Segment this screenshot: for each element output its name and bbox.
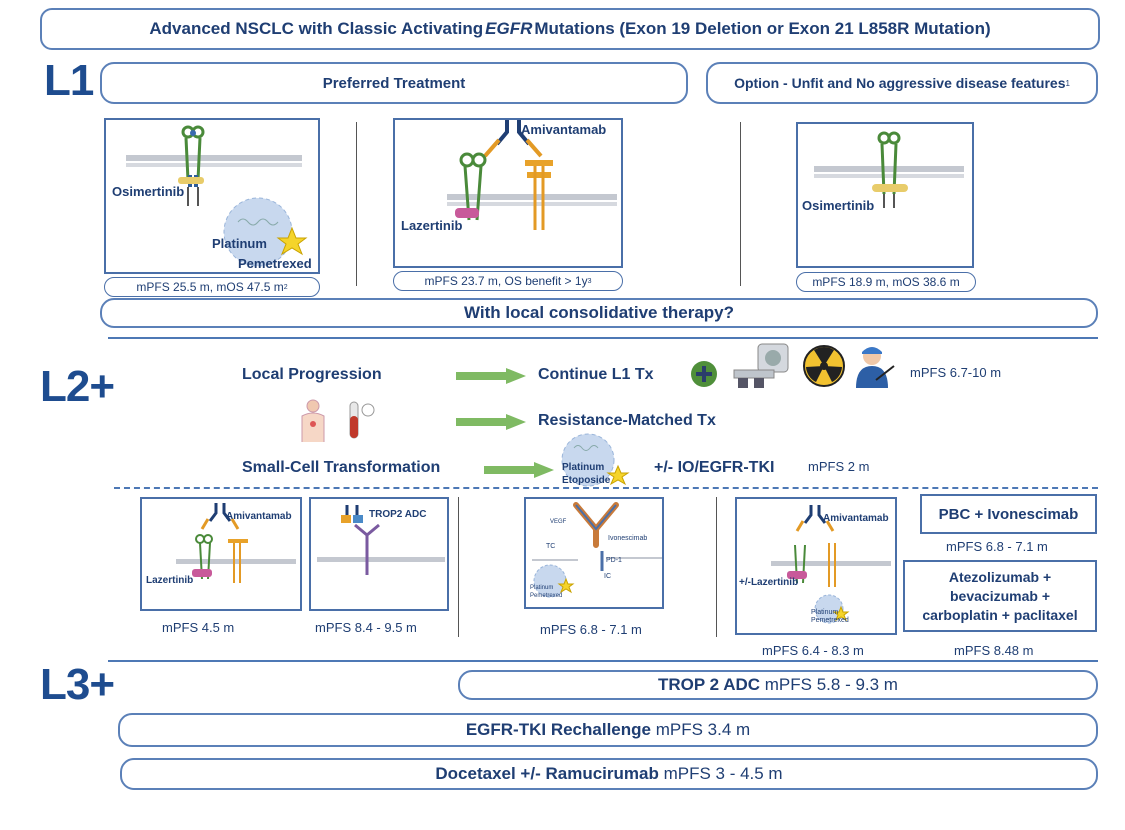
bispecific-antibody-icon	[447, 120, 617, 230]
trop2-bold: TROP 2 ADC	[658, 675, 761, 694]
radiotherapy-machine-icon	[733, 343, 789, 388]
l1-panel-osimertinib: Osimertinib	[796, 122, 974, 268]
docetaxel-line: Docetaxel +/- Ramucirumab mPFS 3 - 4.5 m	[120, 758, 1098, 790]
rechallenge-line: EGFR-TKI Rechallenge mPFS 3.4 m	[118, 713, 1098, 747]
option-sup: 1	[1065, 78, 1070, 88]
l2c-pd1: PD-1	[606, 557, 622, 564]
title-gene: EGFR	[485, 19, 533, 38]
l2a-result: mPFS 4.5 m	[162, 620, 235, 635]
panel3-result: mPFS 18.9 m, mOS 38.6 m	[796, 272, 976, 292]
option-header: Option - Unfit and No aggressive disease…	[706, 62, 1098, 104]
l2e-result2: mPFS 8.48 m	[954, 643, 1034, 658]
plus-icon	[691, 361, 717, 387]
surgeon-icon	[856, 347, 895, 388]
blood-tube-icon	[349, 401, 375, 439]
l2b-result: mPFS 8.4 - 9.5 m	[315, 620, 417, 635]
option-text: Option - Unfit and No aggressive disease…	[734, 75, 1066, 91]
l2c-chemo2: Pemetrexed	[530, 593, 563, 599]
ivonescimab-icon	[532, 502, 662, 598]
membrane-receptor-icon	[126, 125, 308, 267]
l2c-ivone: Ivonescimab	[608, 535, 648, 542]
arrow-icon	[456, 414, 526, 430]
l2c-ic: IC	[604, 573, 611, 580]
panel1-result-text: mPFS 25.5 m, mOS 47.5 m	[136, 280, 284, 294]
l2c-chemo1: Platinum	[530, 585, 554, 591]
patient-icon	[301, 399, 325, 442]
panel2-drug1: Amivantamab	[521, 122, 607, 137]
sc-chemo2: Etoposide	[562, 475, 611, 486]
title-prefix: Advanced NSCLC with Classic Activating	[149, 19, 484, 38]
docetaxel-bold: Docetaxel +/- Ramucirumab	[435, 764, 659, 783]
l2c-tc: TC	[546, 543, 556, 550]
pbc-ivonescimab-box: PBC + Ivonescimab	[920, 494, 1097, 534]
title-suffix: Mutations (Exon 19 Deletion or Exon 21 L…	[534, 19, 991, 38]
consolidative-banner: With local consolidative therapy?	[100, 298, 1098, 328]
l2-panel-trop2-adc: TROP2 ADC	[309, 497, 449, 611]
l2c-result: mPFS 6.8 - 7.1 m	[540, 622, 642, 637]
panel1-drug: Osimertinib	[112, 184, 185, 199]
dashed-separator	[114, 487, 1098, 489]
l3-label: L3+	[40, 660, 115, 709]
panel2-drug2: Lazertinib	[401, 218, 463, 233]
l2a-drug1: Amivantamab	[226, 511, 292, 522]
l1-panel-osimertinib-chemo: Osimertinib Platinum Pemetrexed	[104, 118, 320, 274]
panel3-drug: Osimertinib	[802, 198, 875, 213]
adc-icon	[317, 505, 445, 575]
divider-l1-b	[740, 122, 741, 286]
local-mpfs: mPFS 6.7-10 m	[910, 365, 1002, 380]
panel1-result-sup: 2	[283, 283, 288, 291]
l2-panel-amivantamab-chemo: Amivantamab +/-Lazertinib Platinum Pemet…	[735, 497, 897, 635]
trop2-adc-line: TROP 2 ADC mPFS 5.8 - 9.3 m	[458, 670, 1098, 700]
arrow-icon	[456, 368, 526, 384]
l2d-drug1: Amivantamab	[823, 513, 889, 524]
l1-label: L1	[44, 56, 94, 105]
l2e-result1: mPFS 6.8 - 7.1 m	[946, 539, 1048, 554]
l1-panel-amivantamab-lazertinib: Amivantamab Lazertinib	[393, 118, 623, 268]
resistance-matched: Resistance-Matched Tx	[538, 412, 716, 429]
atezo-line3: carboplatin + paclitaxel	[922, 606, 1078, 623]
radiation-icon	[803, 345, 845, 387]
rechallenge-bold: EGFR-TKI Rechallenge	[465, 720, 651, 739]
divider-l2-b	[716, 497, 717, 637]
bispecific-antibody-icon	[176, 503, 296, 583]
l2a-drug2: Lazertinib	[146, 575, 194, 586]
trop2-mpfs: mPFS 5.8 - 9.3 m	[760, 675, 898, 694]
local-progression: Local Progression	[242, 366, 382, 383]
continue-l1: Continue L1 Tx	[538, 366, 654, 383]
l2b-drug: TROP2 ADC	[369, 509, 427, 520]
l2d-drug2: +/-Lazertinib	[739, 577, 799, 588]
atezo-line2: bevacizumab +	[950, 587, 1050, 604]
receptor-icon	[814, 131, 964, 208]
sc-mpfs: mPFS 2 m	[808, 459, 870, 474]
panel1-chemo1: Platinum	[212, 236, 267, 251]
l2-label: L2+	[40, 362, 115, 411]
l2d-chemo1: Platinum	[811, 609, 839, 616]
chemo-cell-icon	[561, 433, 630, 487]
atezo-line1: Atezolizumab +	[948, 568, 1052, 585]
preferred-treatment-header: Preferred Treatment	[100, 62, 688, 104]
panel2-result-text: mPFS 23.7 m, OS benefit > 1y	[424, 274, 588, 288]
panel2-result-sup: 3	[587, 277, 592, 285]
divider-l1-a	[356, 122, 357, 286]
panel1-chemo2: Pemetrexed	[238, 256, 312, 271]
title-banner: Advanced NSCLC with Classic Activating E…	[40, 8, 1100, 50]
divider-l2-a	[458, 497, 459, 637]
atezolizumab-box: Atezolizumab + bevacizumab + carboplatin…	[903, 560, 1097, 632]
l2d-chemo2: Pemetrexed	[811, 617, 849, 624]
bispecific-antibody-icon	[771, 505, 891, 624]
l2-panel-amivantamab-lazertinib: Amivantamab Lazertinib	[140, 497, 302, 611]
sc-chemo1: Platinum	[562, 462, 605, 473]
small-cell: Small-Cell Transformation	[242, 459, 441, 476]
l2-panel-ivonescimab: VEGF Ivonescimab PD-1 TC IC Platinum Pem…	[524, 497, 664, 609]
separator-l1-l2	[108, 337, 1098, 339]
docetaxel-mpfs: mPFS 3 - 4.5 m	[658, 764, 783, 783]
io-egfr-tki: +/- IO/EGFR-TKI	[654, 459, 775, 476]
l2c-vegf: VEGF	[550, 519, 567, 525]
rechallenge-mpfs: mPFS 3.4 m	[650, 720, 751, 739]
l2d-result: mPFS 6.4 - 8.3 m	[762, 643, 864, 658]
arrow-icon	[484, 462, 554, 478]
separator-l2-l3	[108, 660, 1098, 662]
